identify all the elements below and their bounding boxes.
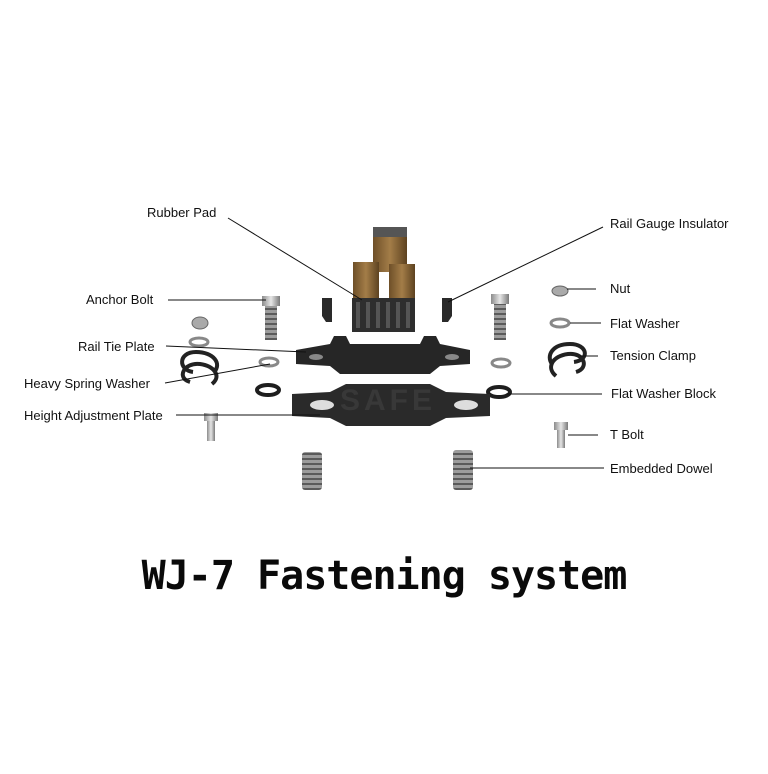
rubber-pad-part <box>352 298 415 332</box>
anchor-bolt-left <box>262 296 280 340</box>
label-height-adjustment-plate: Height Adjustment Plate <box>24 408 163 423</box>
leader-rubber-pad <box>227 217 363 301</box>
rail-gauge-insulator-blocks <box>353 227 415 298</box>
flat-washer-block-left <box>255 383 281 397</box>
leader-rail-gauge-insulator <box>447 226 604 303</box>
label-anchor-bolt: Anchor Bolt <box>86 292 154 307</box>
anchor-bolt-right <box>491 294 509 340</box>
label-rubber-pad: Rubber Pad <box>147 205 217 220</box>
rail-tie-plate-part <box>296 336 470 374</box>
tension-clamp-right <box>547 341 587 378</box>
label-t-bolt: T Bolt <box>610 427 644 442</box>
label-flat-washer: Flat Washer <box>610 316 680 331</box>
height-adjustment-plate-part <box>292 384 490 426</box>
t-bolt-right <box>554 422 568 448</box>
embedded-dowel-left <box>302 452 322 490</box>
leader-rail-tie-plate <box>165 345 307 353</box>
tension-clamp-left <box>180 349 220 386</box>
label-rail-gauge-insulator: Rail Gauge Insulator <box>610 216 729 231</box>
label-embedded-dowel: Embedded Dowel <box>610 461 713 476</box>
flat-washer-block-right <box>486 385 512 399</box>
insulator-clip-right <box>442 298 452 322</box>
label-nut: Nut <box>610 281 631 296</box>
adjustment-plate-hole-right <box>454 400 478 410</box>
insulator-clip-left <box>322 298 332 322</box>
t-bolt-left <box>204 413 218 441</box>
leader-lines <box>164 217 604 469</box>
label-rail-tie-plate: Rail Tie Plate <box>78 339 155 354</box>
nut-left <box>191 316 209 330</box>
embedded-dowel-right <box>453 450 473 490</box>
spring-washer-ring-right <box>490 357 512 369</box>
tie-plate-hole-left <box>309 354 323 360</box>
label-heavy-spring-washer: Heavy Spring Washer <box>24 376 150 391</box>
flat-washer-left <box>188 336 210 348</box>
tie-plate-hole-right <box>445 354 459 360</box>
label-flat-washer-block: Flat Washer Block <box>611 386 716 401</box>
diagram-title: WJ-7 Fastening system <box>141 553 628 599</box>
nut-right <box>551 285 569 297</box>
spring-washer-ring-left <box>258 356 280 368</box>
label-tension-clamp: Tension Clamp <box>610 348 696 363</box>
flat-washer-right <box>549 317 571 329</box>
watermark-text: SAFE <box>340 384 437 417</box>
leader-heavy-spring-washer <box>164 363 271 384</box>
adjustment-plate-hole-left <box>310 400 334 410</box>
